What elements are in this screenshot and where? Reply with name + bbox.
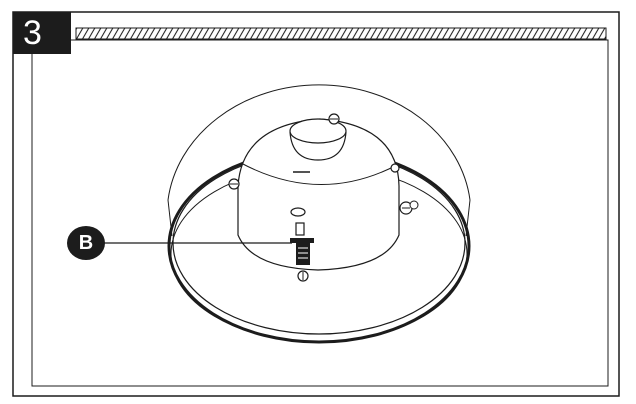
callout-label-b: B [67,226,105,260]
inner-panel [31,39,609,387]
screw-icon [399,200,419,215]
screw-icon [297,270,309,282]
canopy [237,118,400,271]
spring-clip-icon [290,222,314,265]
ceiling-hatch [75,27,607,40]
screw-icon [328,113,340,125]
outer-shade [167,84,471,201]
step-number-badge: 3 [13,12,71,54]
outer-border [12,11,620,397]
screw-icon [390,163,400,173]
screw-icon [228,178,240,190]
